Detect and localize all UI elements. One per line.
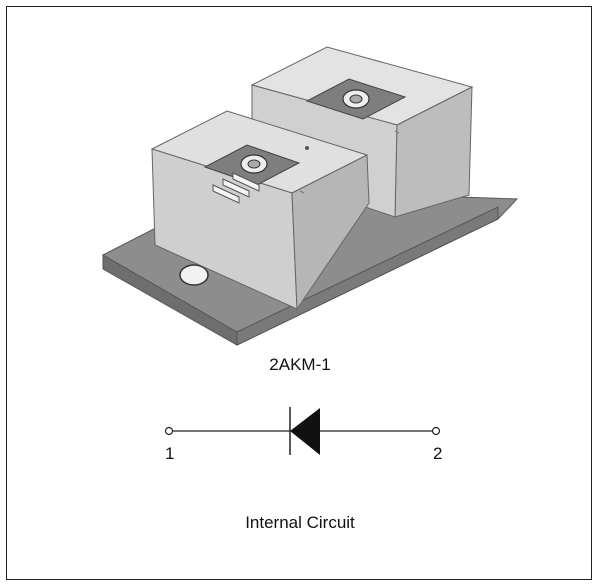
mounting-hole	[179, 264, 209, 286]
block-1-side	[291, 154, 370, 311]
pin-1-terminal	[164, 426, 174, 436]
module-package-illustration	[102, 46, 519, 346]
pin-2-label: 2	[433, 444, 443, 463]
pin-2-terminal	[431, 426, 441, 436]
circuit-caption: Internal Circuit	[245, 513, 355, 532]
baseplate-side-edge	[236, 206, 499, 346]
pin-1-label: 1	[165, 444, 175, 463]
internal-circuit-diagram	[164, 407, 441, 455]
package-name: 2AKM-1	[269, 355, 331, 374]
diode-triangle	[290, 408, 320, 455]
datasheet-figure-frame: 2AKM-1 1 2 Internal Circuit	[6, 6, 592, 580]
